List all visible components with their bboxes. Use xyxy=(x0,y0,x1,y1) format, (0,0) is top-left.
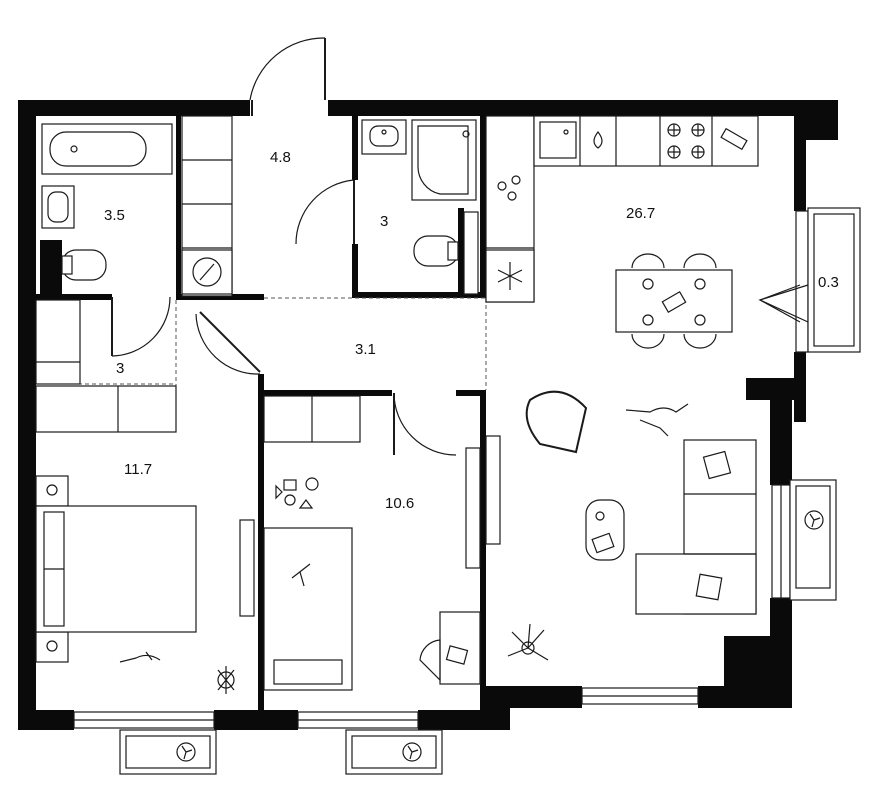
toilet-icon xyxy=(413,235,459,267)
balcony xyxy=(759,207,861,353)
bathroom-fixtures xyxy=(41,115,233,297)
room-area-hallway-entry: 4.8 xyxy=(270,149,291,166)
room-area-bathroom: 3.5 xyxy=(104,207,125,224)
room-area-kids-room: 10.6 xyxy=(385,495,414,512)
room-area-wardrobe: 3 xyxy=(116,360,124,377)
sink-icon xyxy=(539,121,577,159)
radiator-fan-icon xyxy=(402,742,422,762)
radiator-fan-icon xyxy=(804,510,824,530)
plant-icon xyxy=(507,623,549,661)
walls xyxy=(18,100,838,730)
bed-icon xyxy=(35,475,255,663)
water-drop-icon xyxy=(593,131,603,149)
toilet-room-fixtures xyxy=(361,119,479,295)
wardrobe-fixtures xyxy=(35,299,177,433)
toys-icon xyxy=(275,477,319,509)
crib-icon xyxy=(263,527,353,691)
plant-icon xyxy=(217,666,235,694)
sink-icon xyxy=(361,119,407,155)
sofa-icon xyxy=(635,439,757,615)
radiator-fan-icon xyxy=(176,742,196,762)
bathtub-icon xyxy=(41,123,173,175)
kids-room-fixtures xyxy=(263,395,501,691)
windows xyxy=(73,210,809,729)
room-area-balcony: 0.3 xyxy=(818,274,839,291)
stove-icon xyxy=(667,123,705,159)
sponge-icon xyxy=(720,127,748,151)
outdoor-units xyxy=(119,479,837,775)
shower-icon xyxy=(411,119,477,201)
mouse-icon xyxy=(119,651,161,663)
fruit-icon xyxy=(497,175,521,201)
room-labels: 3.5 4.8 3 26.7 0.3 3 3.1 11.7 10.6 xyxy=(104,149,839,512)
coffee-table-icon xyxy=(585,499,625,561)
desk-icon xyxy=(419,611,481,685)
room-area-living-kitchen: 26.7 xyxy=(626,205,655,222)
cat-icon xyxy=(625,403,689,437)
doors xyxy=(111,37,809,456)
room-area-bedroom: 11.7 xyxy=(124,461,152,478)
washer-icon xyxy=(181,249,233,295)
sink-icon xyxy=(41,185,75,229)
room-area-toilet-shower: 3 xyxy=(380,213,388,230)
kitchen-fixtures xyxy=(485,115,759,303)
armchair-icon xyxy=(525,390,588,454)
toilet-icon xyxy=(61,249,107,281)
fridge-icon xyxy=(485,249,535,303)
dining-table-icon xyxy=(615,253,733,349)
room-area-corridor: 3.1 xyxy=(355,341,376,358)
